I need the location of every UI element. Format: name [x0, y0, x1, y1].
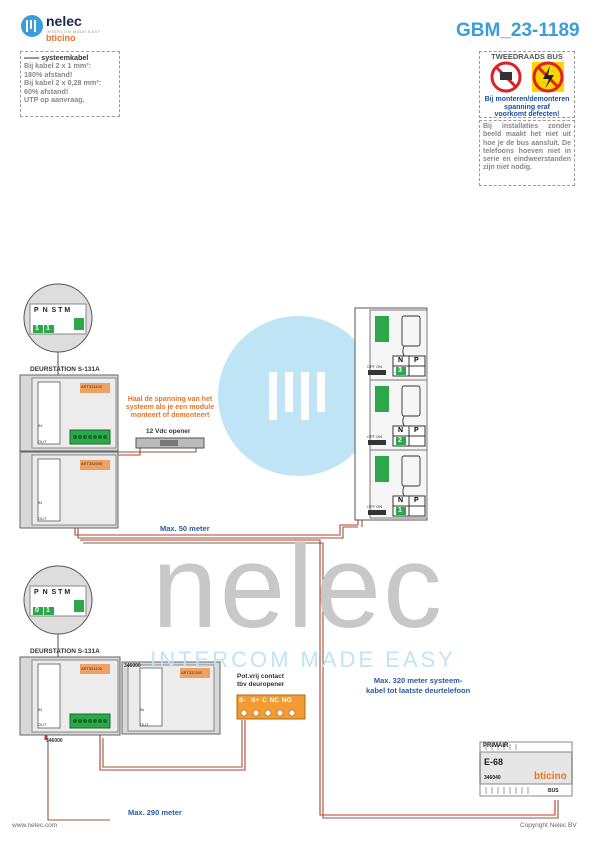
phone-number: 3 — [398, 367, 402, 374]
info-note: Bij installaties zonder beeld maakt het … — [479, 120, 575, 186]
warning-line: Bij monteren/demonteren — [484, 96, 570, 103]
spanning-note: Haal de spanning van het systeem als je … — [125, 396, 215, 419]
warning-line: voorkomt defecten! — [494, 111, 560, 118]
terminal-label: OUT — [38, 516, 47, 521]
no-plug-icon — [490, 61, 522, 93]
module-code: 346000 — [46, 738, 63, 744]
np-label-p: P — [414, 427, 419, 434]
terminal-label: IN — [38, 423, 42, 428]
cable-note-line: 60% afstand! — [24, 86, 69, 96]
dip-value-bottom-n: 1 — [46, 607, 50, 614]
np-label-n: N — [398, 357, 404, 364]
switch-label: OFF ON — [367, 504, 383, 509]
station-bottom-title: DEURSTATION S-131A — [30, 648, 100, 655]
cable-note-title: systeemkabel — [41, 53, 89, 62]
watermark-logo-bars — [269, 372, 325, 420]
dip-magnifier-top — [23, 283, 93, 353]
logo-name: nelec — [46, 13, 82, 29]
switch-label: OFF ON — [367, 364, 383, 369]
watermark-circle — [218, 316, 378, 476]
terminal-label: OUT — [38, 722, 47, 727]
power-supply-unit — [479, 741, 573, 797]
phone-number: 2 — [398, 437, 402, 444]
psu-code: 346040 — [484, 775, 501, 781]
opener-label: 12 Vdc opener — [146, 428, 191, 435]
dip-value-top-n: 1 — [46, 325, 50, 332]
dip-magnifier-bottom — [23, 565, 93, 635]
max-top-label: Max. 50 meter — [160, 524, 210, 533]
terminal-label: IN — [140, 707, 144, 712]
warning-box: TWEEDRAADS BUS Bij monteren/demonteren s… — [479, 51, 575, 118]
max-system-label: Max. 320 meter systeem- kabel tot laatst… — [366, 676, 471, 695]
doc-id: GBM_23-1189 — [456, 20, 580, 41]
dip-labels-bottom: P N S T M — [34, 589, 71, 596]
module-code: 346000 — [124, 663, 141, 669]
terminal-label: OUT — [38, 439, 47, 444]
np-boxes — [392, 355, 426, 517]
station-top-title: DEURSTATION S-131A — [30, 366, 100, 373]
psu-model: E-68 — [484, 757, 504, 767]
terminal-label: IN — [38, 707, 42, 712]
psu-primary: PRIMAIR — [483, 743, 509, 749]
phone-number: 1 — [398, 507, 402, 514]
cable-note: ═══ systeemkabel Bij kabel 2 x 1 mm²: 18… — [20, 51, 120, 117]
watermark-word: nelec — [151, 521, 445, 653]
cable-note-line: UTP op aanvraag. — [24, 95, 85, 105]
top-station-housing — [19, 374, 119, 529]
psu-bus: BUS — [548, 788, 559, 794]
brand-logo: bticino — [46, 33, 76, 43]
warning-title: TWEEDRAADS BUS — [491, 52, 563, 61]
footer-copyright: Copyright Nelec BV — [520, 822, 577, 829]
psu-brand: bticino — [534, 771, 567, 782]
nelec-logo-icon — [21, 15, 43, 37]
terminal-label: OUT — [140, 722, 149, 727]
dip-value-top-p: 1 — [35, 325, 39, 332]
module-code: ART332000 — [81, 461, 103, 466]
cable-note-line: Bij kabel 2 x 0,28 mm²: — [24, 78, 102, 88]
np-label-n: N — [398, 427, 404, 434]
dip-value-bottom-p: 0 — [35, 607, 39, 614]
cable-note-line: Bij kabel 2 x 1 mm²: — [24, 61, 92, 71]
dip-labels-top: P N S T M — [34, 307, 71, 314]
phone-panel — [354, 307, 428, 521]
footer-url[interactable]: www.nelec.com — [12, 822, 58, 829]
warning-line: spanning eraf — [504, 103, 550, 111]
relay-label: Pot.vrij contact tbv deuropener — [237, 673, 285, 688]
logo-tagline: INTERCOM MADE EASY — [46, 29, 101, 34]
watermark-tagline: INTERCOM MADE EASY — [150, 647, 456, 672]
no-lightning-icon — [532, 61, 564, 93]
terminal-label: IN — [38, 500, 42, 505]
relay-terminals: S- S+ C NC NO — [239, 697, 292, 704]
np-label-p: P — [414, 497, 419, 504]
module-code: ART332000 — [181, 670, 203, 675]
off-on-switches — [368, 370, 386, 515]
np-label-p: P — [414, 357, 419, 364]
bottom-station-housing — [19, 656, 221, 736]
np-label-n: N — [398, 497, 404, 504]
cable-note-line: 180% afstand! — [24, 69, 73, 79]
switch-label: OFF ON — [367, 434, 383, 439]
module-code: ART331100 — [81, 384, 102, 389]
max-bottom-label: Max. 290 meter — [128, 808, 182, 817]
module-code: ART331100 — [81, 666, 102, 671]
